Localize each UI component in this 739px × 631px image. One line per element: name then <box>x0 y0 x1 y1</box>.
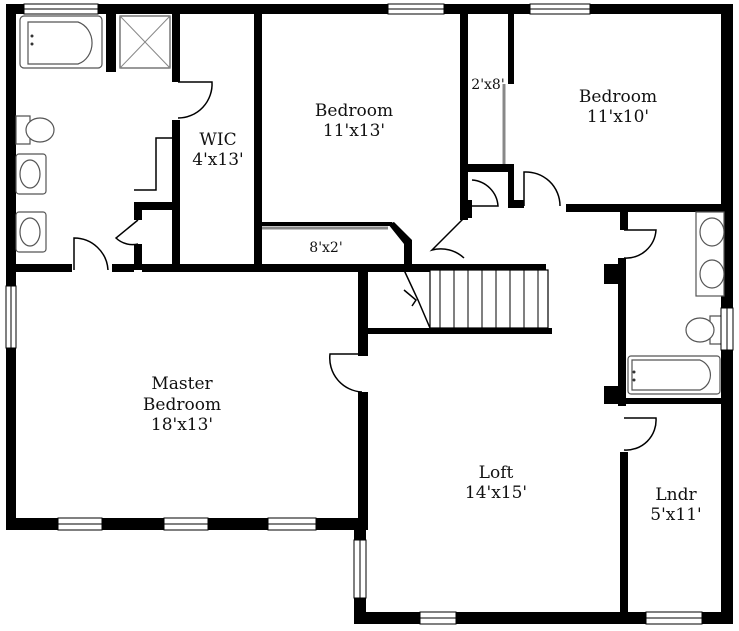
loft-size: 14'x15' <box>465 483 527 503</box>
wic-name: WIC <box>199 130 236 150</box>
master-size: 18'x13' <box>151 415 213 435</box>
closet-hall-size: 8'x2' <box>309 240 342 256</box>
stair-angled-wall <box>388 222 412 268</box>
bedroom-right-name: Bedroom <box>579 87 657 107</box>
master-name-line2: Bedroom <box>143 395 221 415</box>
bedroom-middle-name: Bedroom <box>315 101 393 121</box>
wic-size: 4'x13' <box>192 150 243 170</box>
master-name-line1: Master <box>151 374 213 394</box>
laundry-name: Lndr <box>655 485 697 505</box>
bathroom-fixtures <box>15 15 725 395</box>
closet-top-size: 2'x8' <box>471 77 504 93</box>
staircase <box>403 269 549 329</box>
loft-name: Loft <box>479 463 514 483</box>
laundry-size: 5'x11' <box>650 505 701 525</box>
bedroom-right-size: 11'x10' <box>587 107 649 127</box>
interior-walls <box>16 14 726 616</box>
closet-doors <box>262 84 506 230</box>
doors <box>73 81 657 451</box>
room-labels: Bedroom 11'x13' Bedroom 11'x10' WIC 4'x1… <box>143 77 702 525</box>
windows <box>5 3 734 625</box>
bedroom-middle-size: 11'x13' <box>323 121 385 141</box>
